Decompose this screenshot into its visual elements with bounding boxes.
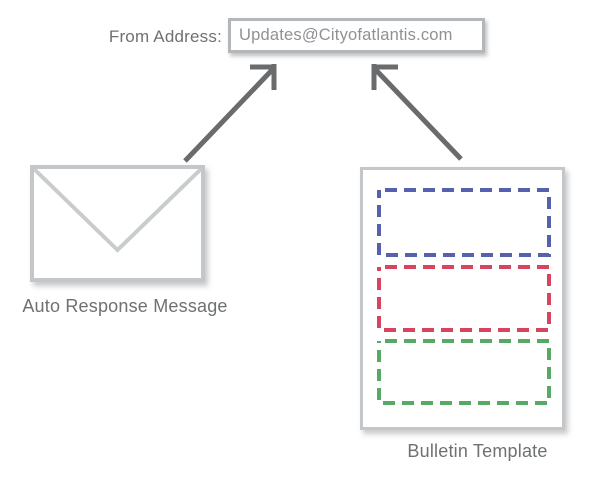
bulletin-section-red: [377, 265, 551, 332]
bulletin-template-icon: [360, 167, 565, 430]
bulletin-template-label: Bulletin Template: [407, 441, 548, 461]
envelope-flap: [34, 169, 201, 253]
bulletin-section-green: [377, 339, 551, 405]
bulletin-sections: [377, 188, 551, 405]
from-address-input[interactable]: [228, 18, 485, 53]
arrow-shaft: [183, 67, 275, 163]
from-address-label: From Address:: [108, 27, 222, 46]
envelope-icon: [30, 165, 205, 282]
bulletin-section-blue: [377, 188, 551, 257]
auto-response-message-label: Auto Response Message: [22, 296, 228, 316]
arrow-shaft: [373, 67, 463, 161]
arrow-auto-response-to-address: [183, 64, 277, 163]
arrow-bulletin-to-address: [371, 64, 463, 161]
